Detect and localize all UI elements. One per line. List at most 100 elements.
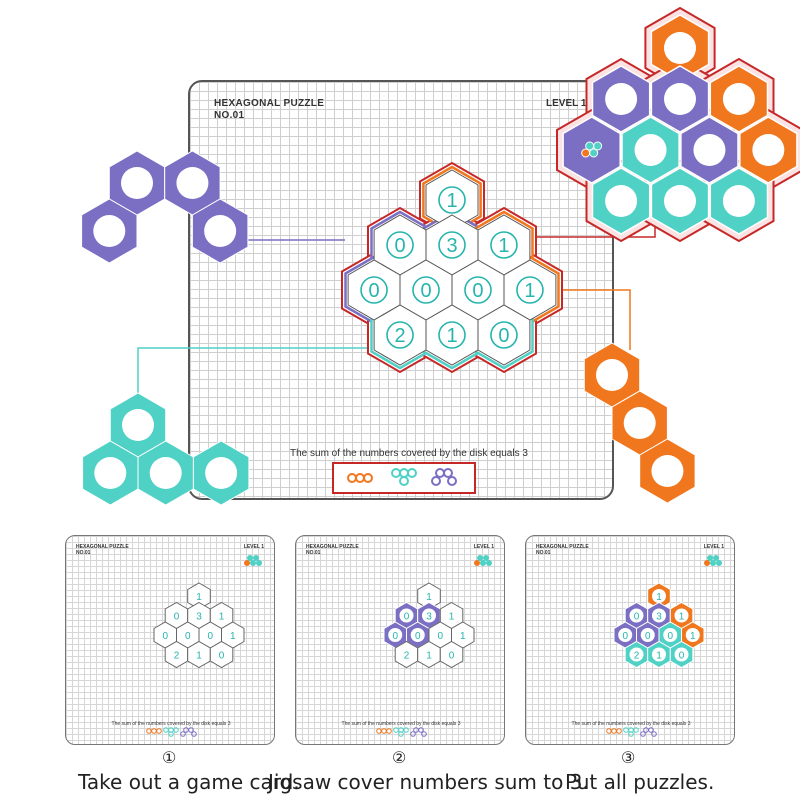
sc1-level: LEVEL 1 xyxy=(243,544,264,550)
assembled-hole xyxy=(605,83,638,115)
teal-piece-hole xyxy=(122,409,154,441)
step-board-number: 1 xyxy=(449,612,455,623)
step-board-number: 1 xyxy=(196,592,202,603)
board-number: 1 xyxy=(446,190,457,212)
board-number: 2 xyxy=(394,325,405,347)
step-legend-orange-icon xyxy=(376,728,382,734)
step-legend-teal-icon xyxy=(628,731,634,737)
legend-teal-piece-icon xyxy=(391,468,417,486)
step-board-number: 1 xyxy=(656,651,662,662)
teal-piece-hole xyxy=(94,457,127,489)
step-board-number: 0 xyxy=(667,631,673,642)
step-board-hole xyxy=(674,608,689,623)
step-board-hole xyxy=(422,608,436,623)
board-number-ring xyxy=(360,276,388,304)
orange-piece-hole xyxy=(596,359,628,391)
step-board-number: 0 xyxy=(392,631,398,642)
legend-orange-piece-icon xyxy=(347,473,373,483)
sc1-title: HEXAGONAL PUZZLE xyxy=(76,544,129,550)
step-board-number: 1 xyxy=(219,612,225,623)
step-level-logo-icon xyxy=(250,560,256,566)
purple-piece-hole xyxy=(176,167,209,199)
step-board-number: 0 xyxy=(449,651,455,662)
step-board-number: 3 xyxy=(426,612,432,623)
step-board-hole xyxy=(388,628,403,642)
orange-piece-hole xyxy=(651,455,684,487)
board-number: 0 xyxy=(472,280,483,302)
card-title-line2: NO.01 xyxy=(214,110,245,121)
board-number-ring xyxy=(516,276,544,304)
level-logo-icon xyxy=(581,148,591,158)
card-instruction: The sum of the numbers covered by the di… xyxy=(290,448,528,459)
step-level-logo-icon xyxy=(707,555,713,561)
step-board-number: 0 xyxy=(162,631,168,642)
step-board-number: 0 xyxy=(437,631,443,642)
board-number: 0 xyxy=(394,235,405,257)
sc3-number: NO.01 xyxy=(536,550,551,556)
sc2-number: NO.01 xyxy=(306,550,321,556)
step-board-number: 0 xyxy=(622,631,628,642)
step-board-number: 0 xyxy=(219,651,225,662)
sc2-title: HEXAGONAL PUZZLE xyxy=(306,544,359,550)
assembled-hole xyxy=(722,83,755,115)
step-board-number: 0 xyxy=(207,631,213,642)
assembled-hole xyxy=(634,134,667,166)
step-caption-3: Put all puzzles. xyxy=(565,770,715,794)
sc1-instruction: The sum of the numbers covered by the di… xyxy=(111,721,231,727)
step-level-logo-icon xyxy=(244,560,250,566)
step-legend-teal-icon xyxy=(403,727,409,733)
board-number-ring xyxy=(490,321,518,349)
step-board-hole xyxy=(618,628,633,642)
sc3-level: LEVEL 1 xyxy=(703,544,724,550)
step-board-hole xyxy=(410,628,425,642)
legend-purple-piece-icon xyxy=(431,468,457,486)
step-legend-orange-icon xyxy=(386,728,392,734)
step-board-hole xyxy=(640,628,655,642)
step-legend-teal-icon xyxy=(633,727,639,733)
step-board-hole xyxy=(685,628,700,642)
sc2-level: LEVEL 1 xyxy=(473,544,494,550)
piece-legend xyxy=(332,462,476,494)
step-board-hole xyxy=(652,589,666,603)
step-level-logo-icon xyxy=(716,560,722,566)
board-number-ring xyxy=(438,186,466,214)
step-board-number: 0 xyxy=(174,612,180,623)
step-board-number: 0 xyxy=(645,631,651,642)
step-board-cell xyxy=(439,640,464,669)
step-level-logo-icon xyxy=(256,560,262,566)
sc3-title: HEXAGONAL PUZZLE xyxy=(536,544,589,550)
step-level-logo-icon xyxy=(704,560,710,566)
board-number: 0 xyxy=(420,280,431,302)
step-board-number: 2 xyxy=(174,651,180,662)
assembled-hole xyxy=(693,134,726,166)
step-legend-purple-icon xyxy=(648,727,654,733)
step-board-number: 1 xyxy=(196,651,202,662)
step-level-logo-icon xyxy=(486,560,492,566)
board-number: 3 xyxy=(446,235,457,257)
step-level-logo-icon xyxy=(483,555,489,561)
step-legend-purple-icon xyxy=(191,731,197,737)
step-legend-teal-icon xyxy=(393,727,399,733)
step-board-number: 2 xyxy=(634,651,640,662)
step-board-number: 1 xyxy=(426,651,432,662)
step-legend-orange-icon xyxy=(156,728,162,734)
step-board-number: 0 xyxy=(415,631,421,642)
step-legend-purple-icon xyxy=(188,727,194,733)
purple-piece-hole xyxy=(93,215,126,247)
card-title: HEXAGONAL PUZZLE NO.01 xyxy=(214,98,324,122)
purple-piece-hole xyxy=(121,167,153,199)
step-legend-teal-icon xyxy=(163,727,169,733)
step-board-number: 2 xyxy=(404,651,410,662)
board-number: 1 xyxy=(524,280,535,302)
step-level-logo-icon xyxy=(253,555,259,561)
board-number-ring xyxy=(412,276,440,304)
sc1-number: NO.01 xyxy=(76,550,91,556)
step-legend-purple-icon xyxy=(410,731,416,737)
assembled-hole xyxy=(605,185,638,217)
step-board-number: 1 xyxy=(460,631,466,642)
step-board-number: 1 xyxy=(656,592,662,603)
